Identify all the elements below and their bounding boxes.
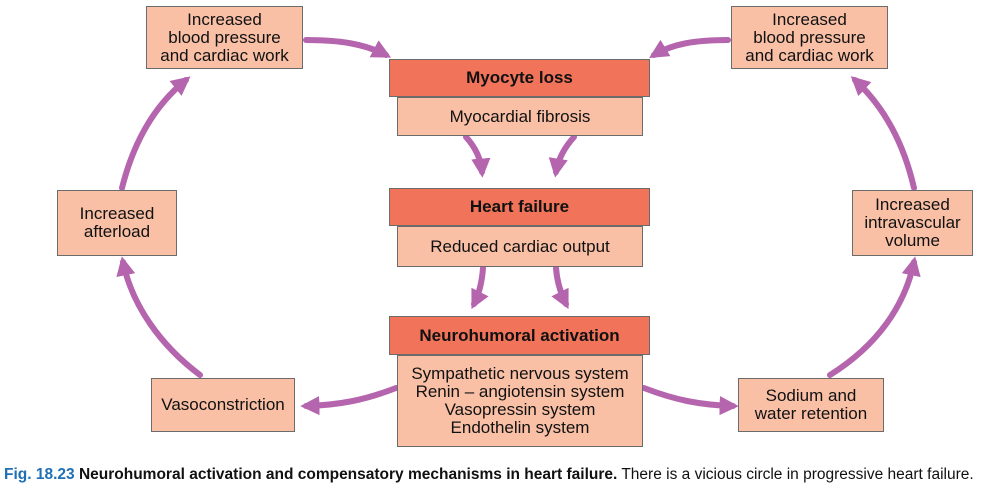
figure-caption: Fig. 18.23 Neurohumoral activation and c… xyxy=(4,466,989,484)
box-bp-left: Increased blood pressure and cardiac wor… xyxy=(146,6,303,69)
arrow-bp-right-to-myocyte xyxy=(649,37,731,59)
arrow-sodium-to-volume xyxy=(827,256,921,378)
box-heart-failure: Heart failure xyxy=(389,188,650,226)
arrow-fibrosis-to-hf-right xyxy=(548,134,577,178)
box-myocardial-fibrosis: Myocardial fibrosis xyxy=(397,97,643,136)
arrow-bp-left-to-myocyte xyxy=(303,37,392,58)
arrow-volume-to-bp-right xyxy=(850,76,917,191)
box-myocyte-loss: Myocyte loss xyxy=(389,59,650,97)
arrow-vasoconstriction-to-afterload xyxy=(116,256,203,378)
box-vasoconstriction: Vasoconstriction xyxy=(151,378,295,432)
box-reduced-output: Reduced cardiac output xyxy=(397,226,643,267)
arrow-output-to-neuro-left xyxy=(471,265,489,310)
box-systems: Sympathetic nervous system Renin – angio… xyxy=(397,355,643,447)
arrow-systems-to-vasoconstriction xyxy=(300,385,399,416)
figure-number: Fig. 18.23 xyxy=(4,466,75,483)
box-bp-right: Increased blood pressure and cardiac wor… xyxy=(731,6,888,69)
figure-title: Neurohumoral activation and compensatory… xyxy=(78,466,618,483)
arrow-output-to-neuro-right xyxy=(551,265,569,310)
box-afterload: Increased afterload xyxy=(57,190,177,256)
arrow-afterload-to-bp-left xyxy=(119,76,191,191)
box-neurohumoral: Neurohumoral activation xyxy=(389,316,650,355)
box-intravascular-volume: Increased intravascular volume xyxy=(852,190,973,256)
arrow-fibrosis-to-hf-left xyxy=(463,134,491,178)
figure-caption-text: There is a vicious circle in progressive… xyxy=(621,466,974,483)
arrow-systems-to-sodium xyxy=(641,385,739,416)
box-sodium-retention: Sodium and water retention xyxy=(738,378,884,432)
